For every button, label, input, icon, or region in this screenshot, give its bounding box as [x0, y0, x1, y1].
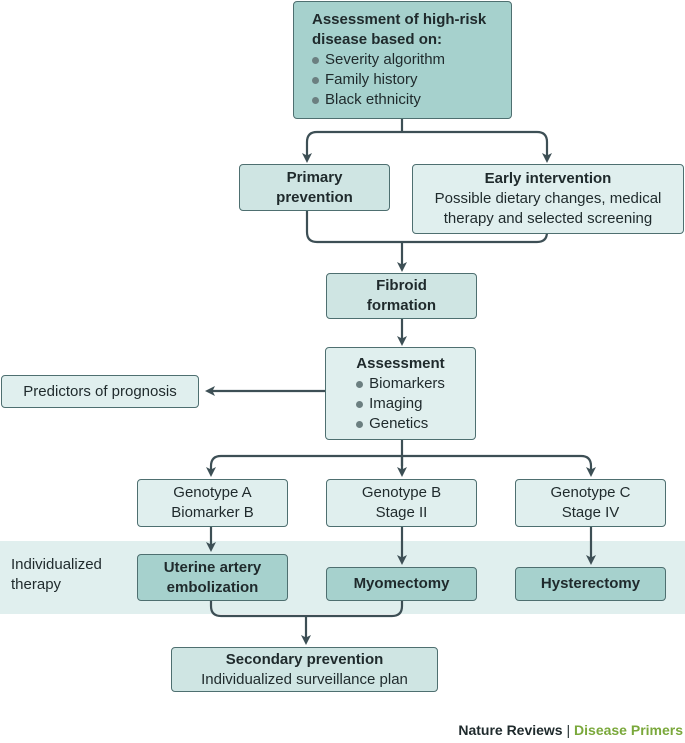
- assessment-item: Biomarkers: [356, 374, 445, 394]
- footer-brand: Nature Reviews: [458, 722, 563, 738]
- individualized-therapy-text: Individualized therapy: [11, 556, 102, 593]
- early-intervention-title: Early intervention: [484, 170, 612, 187]
- secondary-prevention-text: Individualized surveillance plan: [201, 670, 408, 688]
- criterion-item: Severity algorithm: [312, 50, 445, 70]
- genotype-c-line2: Stage IV: [561, 504, 620, 521]
- connector-therapy-merge: [209, 601, 404, 618]
- assessment-item: Genetics: [356, 414, 445, 434]
- high-risk-assessment-title: Assessment of high-risk disease based on…: [312, 11, 487, 48]
- myomectomy-label: Myomectomy: [353, 575, 450, 592]
- uterine-artery-embolization-box: Uterine artery embolization: [137, 554, 288, 601]
- high-risk-criteria-list: Severity algorithm Family history Black …: [312, 50, 445, 110]
- predictors-box: Predictors of prognosis: [1, 375, 199, 408]
- connector-assessment-split: [317, 119, 537, 134]
- hysterectomy-label: Hysterectomy: [540, 575, 641, 592]
- uterine-artery-embolization-label: Uterine artery embolization: [163, 558, 262, 596]
- myomectomy-box: Myomectomy: [326, 567, 477, 601]
- assessment-item: Imaging: [356, 394, 445, 414]
- connector-to-primary: [302, 130, 318, 163]
- hysterectomy-box: Hysterectomy: [515, 567, 666, 601]
- genotype-b-line1: Genotype B: [361, 484, 442, 501]
- footer-series: Disease Primers: [574, 722, 683, 738]
- assessment-title: Assessment: [356, 354, 445, 372]
- genotype-c-box: Genotype C Stage IV: [515, 479, 666, 527]
- genotype-a-line1: Genotype A: [173, 484, 252, 501]
- primary-prevention-box: Primary prevention: [239, 164, 390, 211]
- early-intervention-box: Early intervention Possible dietary chan…: [412, 164, 684, 234]
- fibroid-formation-label: Fibroid formation: [366, 277, 437, 314]
- high-risk-assessment-box: Assessment of high-risk disease based on…: [293, 1, 512, 119]
- connector-to-genotype-c: [580, 454, 596, 477]
- fibroid-formation-box: Fibroid formation: [326, 273, 477, 319]
- assessment-box: Assessment Biomarkers Imaging Genetics: [325, 347, 476, 440]
- connector-merge: [305, 211, 549, 244]
- genotype-a-box: Genotype A Biomarker B: [137, 479, 288, 527]
- secondary-prevention-title: Secondary prevention: [225, 650, 384, 668]
- connector-to-early: [536, 130, 552, 163]
- footer-credit: Nature Reviews | Disease Primers: [458, 722, 683, 738]
- criterion-item: Family history: [312, 70, 445, 90]
- early-intervention-text: Possible dietary changes, medical therap…: [434, 190, 662, 227]
- genotype-a-line2: Biomarker B: [171, 504, 254, 521]
- assessment-list: Biomarkers Imaging Genetics: [356, 374, 445, 434]
- criterion-item: Black ethnicity: [312, 90, 445, 110]
- predictors-label: Predictors of prognosis: [23, 382, 177, 400]
- individualized-therapy-label: Individualized therapy: [11, 555, 131, 595]
- genotype-b-line2: Stage II: [375, 504, 428, 521]
- primary-prevention-label: Primary prevention: [276, 168, 353, 206]
- genotype-b-box: Genotype B Stage II: [326, 479, 477, 527]
- genotype-c-line1: Genotype C: [550, 484, 631, 501]
- footer-separator: |: [562, 722, 575, 738]
- secondary-prevention-box: Secondary prevention Individualized surv…: [171, 647, 438, 692]
- connector-to-genotype-a: [206, 454, 222, 477]
